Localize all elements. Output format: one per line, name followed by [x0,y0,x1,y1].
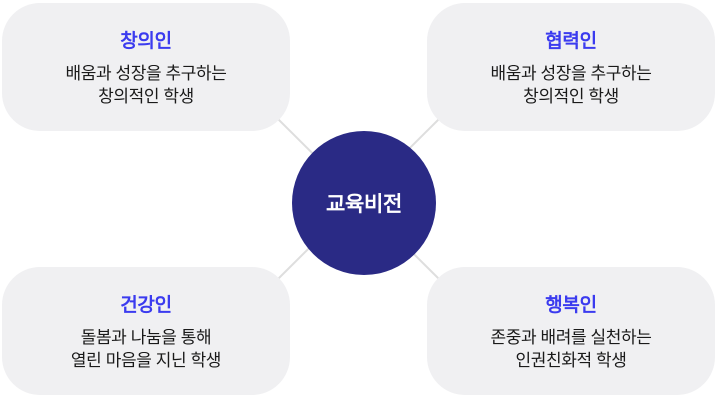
card-healthy-desc-line2: 열린 마음을 지닌 학생 [70,351,222,370]
center-circle: 교육비전 [292,131,436,275]
card-healthy-title: 건강인 [120,295,172,316]
card-cooperative: 협력인 배움과 성장을 추구하는 창의적인 학생 [427,3,715,131]
card-creative: 창의인 배움과 성장을 추구하는 창의적인 학생 [2,3,290,131]
card-creative-desc-line1: 배움과 성장을 추구하는 [65,64,227,83]
card-healthy-description: 돌봄과 나눔을 통해 열린 마음을 지닌 학생 [70,326,222,372]
card-creative-desc-line2: 창의적인 학생 [98,87,194,106]
card-healthy: 건강인 돌봄과 나눔을 통해 열린 마음을 지닌 학생 [2,267,290,395]
card-happy-title: 행복인 [545,295,597,316]
card-happy-desc-line2: 인권친화적 학생 [515,351,627,370]
card-creative-description: 배움과 성장을 추구하는 창의적인 학생 [65,62,226,108]
card-healthy-desc-line1: 돌봄과 나눔을 통해 [80,328,212,347]
card-happy-description: 존중과 배려를 실천하는 인권친화적 학생 [490,326,651,372]
card-happy: 행복인 존중과 배려를 실천하는 인권친화적 학생 [427,267,715,395]
card-creative-title: 창의인 [120,31,172,52]
center-circle-label: 교육비전 [325,193,403,216]
card-cooperative-description: 배움과 성장을 추구하는 창의적인 학생 [490,62,651,108]
card-cooperative-desc-line1: 배움과 성장을 추구하는 [490,64,652,83]
card-cooperative-desc-line2: 창의적인 학생 [523,87,619,106]
card-happy-desc-line1: 존중과 배려를 실천하는 [490,328,652,347]
card-cooperative-title: 협력인 [545,31,597,52]
